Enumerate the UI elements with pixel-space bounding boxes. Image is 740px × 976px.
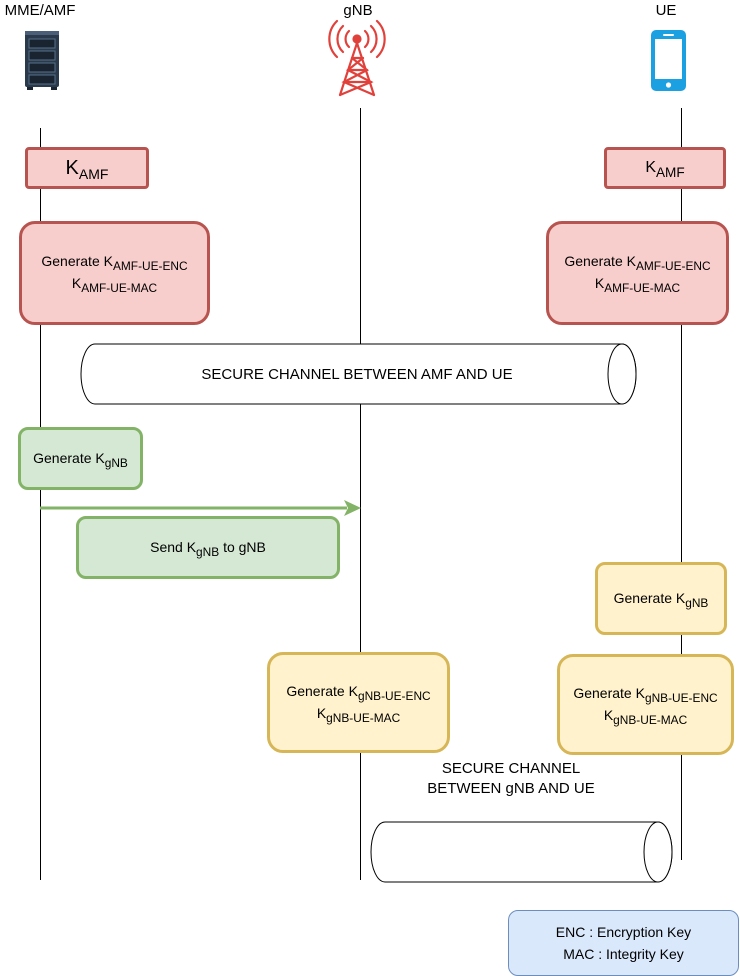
amf-generate-amf-ue-keys-box: Generate KAMF-UE-ENC KAMF-UE-MAC	[19, 221, 210, 325]
send-kgnb-arrow	[40, 500, 361, 516]
ue-generate-amf-ue-keys-box: Generate KAMF-UE-ENC KAMF-UE-MAC	[546, 221, 729, 325]
legend-box: ENC : Encryption Key MAC : Integrity Key	[508, 910, 739, 976]
amf-kamf-box: KAMF	[25, 147, 149, 189]
send-kgnb-box: Send KgNB to gNB	[76, 516, 340, 579]
legend-enc: ENC : Encryption Key	[555, 924, 692, 940]
lifeline-ue	[681, 108, 682, 860]
actor-label-amf: MME/AMF	[4, 2, 76, 19]
lifeline-amf	[40, 128, 41, 880]
ue-generate-kgnb-box: Generate KgNB	[595, 562, 727, 635]
actor-label-ue: UE	[655, 2, 677, 19]
cell-tower-icon	[328, 19, 386, 97]
smartphone-icon	[651, 30, 686, 91]
secure-channel-amf-ue-label: SECURE CHANNEL BETWEEN AMF AND UE	[201, 366, 513, 383]
amf-generate-kgnb-box: Generate KgNB	[18, 427, 143, 490]
ue-kamf-box: KAMF	[604, 147, 726, 189]
secure-channel-gnb-ue-label: SECURE CHANNEL BETWEEN gNB AND UE	[381, 759, 641, 799]
secure-channel-gnb-ue-line1: SECURE CHANNEL	[441, 760, 581, 777]
gnb-generate-gnb-ue-keys-box: Generate KgNB-UE-ENC KgNB-UE-MAC	[267, 652, 450, 753]
ue-generate-gnb-ue-keys-box: Generate KgNB-UE-ENC KgNB-UE-MAC	[557, 654, 734, 755]
lifeline-gnb	[360, 108, 361, 880]
legend-mac: MAC : Integrity Key	[563, 946, 684, 962]
secure-channel-gnb-ue-cylinder	[370, 821, 673, 883]
secure-channel-gnb-ue-line2: BETWEEN gNB AND UE	[427, 780, 595, 797]
server-rack-icon	[25, 31, 59, 90]
actor-label-gnb: gNB	[343, 2, 373, 19]
secure-channel-amf-ue-cylinder	[80, 343, 637, 405]
